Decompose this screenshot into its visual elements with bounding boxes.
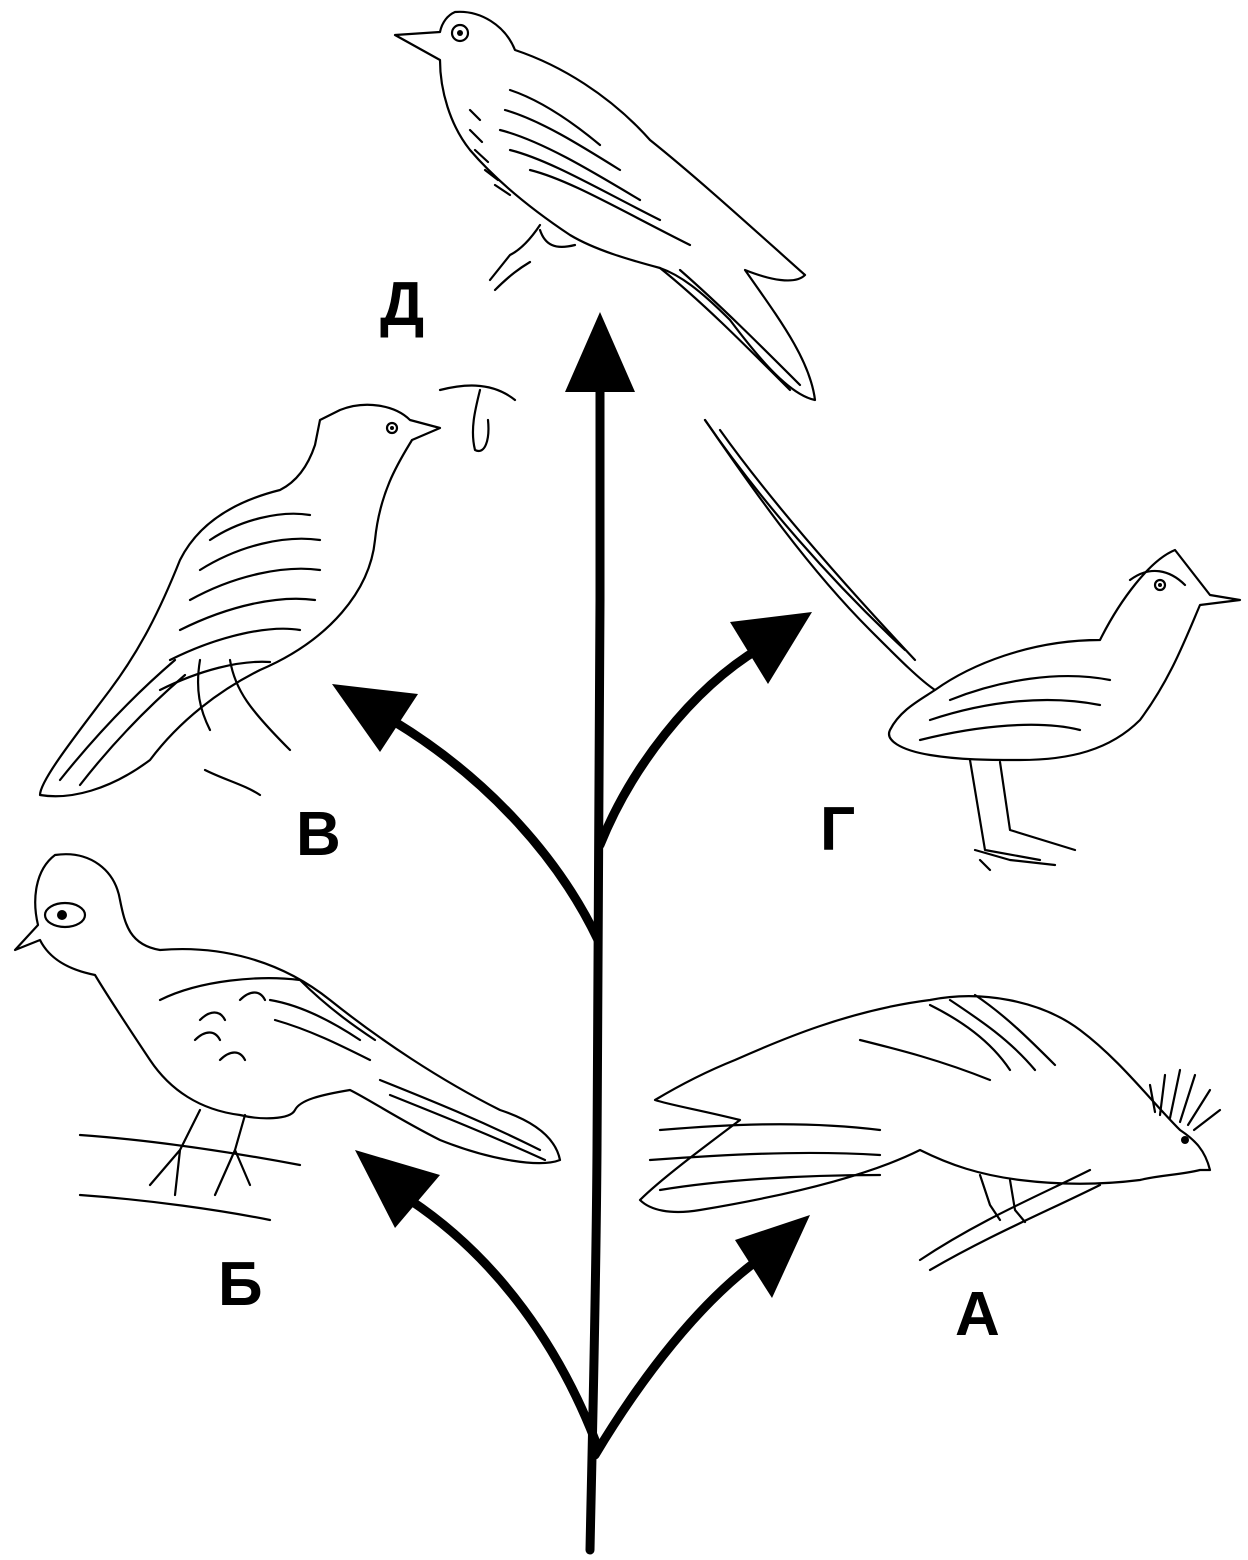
branch-b xyxy=(410,1200,595,1440)
label-b: Б xyxy=(218,1250,263,1319)
label-v: В xyxy=(296,800,341,869)
labels: Д В Г Б А xyxy=(218,270,1000,1349)
branch-g xyxy=(600,648,760,845)
arrowhead-a xyxy=(735,1215,810,1298)
label-d: Д xyxy=(380,270,424,339)
tree-trunk xyxy=(590,380,600,1550)
arrowhead-d xyxy=(565,312,635,392)
label-g: Г xyxy=(820,795,855,864)
label-a: А xyxy=(955,1280,1000,1349)
branch-v xyxy=(395,722,598,940)
bird-v-illustration xyxy=(40,386,515,797)
arrowhead-g xyxy=(730,612,812,684)
bird-b-illustration xyxy=(15,854,560,1220)
branch-a xyxy=(595,1255,765,1455)
bird-a-illustration xyxy=(640,995,1220,1270)
tree xyxy=(332,312,812,1550)
arrowhead-v xyxy=(332,684,418,752)
